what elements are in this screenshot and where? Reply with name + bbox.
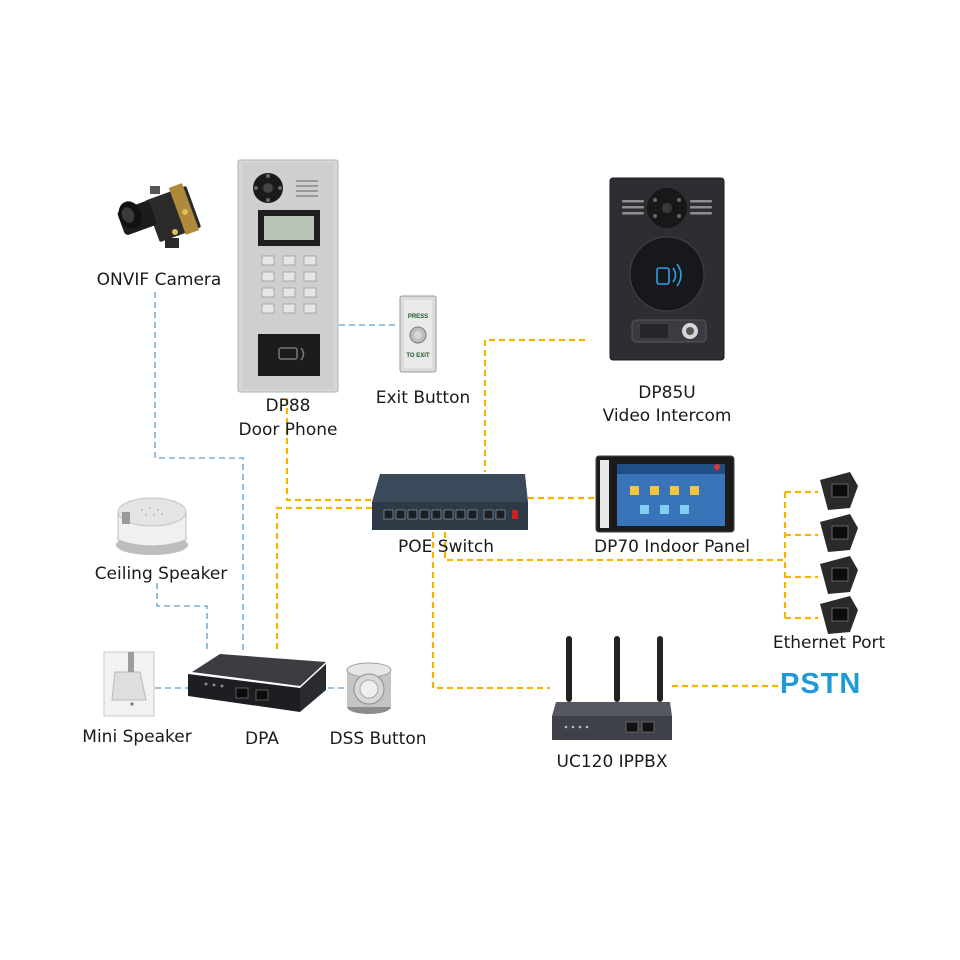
link-dp85u-switch xyxy=(483,338,585,472)
indoor-panel-icon xyxy=(595,455,735,533)
pstn-label: PSTN xyxy=(780,668,862,700)
camera-module-icon xyxy=(117,183,201,248)
link-dp88-switch xyxy=(285,398,372,502)
ceiling-speaker-label: Ceiling Speaker xyxy=(94,564,228,584)
ethernet-port-label: Ethernet Port xyxy=(772,633,886,653)
dp88-label-line1: DP88 xyxy=(265,396,311,416)
link-camera-dpa xyxy=(154,292,244,652)
dp88-label-line2: Door Phone xyxy=(238,420,338,440)
onvif-camera-label: ONVIF Camera xyxy=(96,270,222,290)
door-phone-icon xyxy=(237,159,339,393)
dss-button-icon xyxy=(346,662,392,714)
dp85u-label-line2: Video Intercom xyxy=(602,406,732,426)
poe-switch-label: POE Switch xyxy=(398,537,494,557)
video-intercom-icon xyxy=(609,177,725,361)
poe-switch-icon xyxy=(372,474,528,530)
dp85u-label-line1: DP85U xyxy=(638,383,696,403)
uc120-label: UC120 IPPBX xyxy=(556,752,668,772)
exit-button-icon: PRESS TO EXIT xyxy=(399,295,437,373)
dpa-box-icon xyxy=(188,654,326,712)
link-switch-uc120 xyxy=(431,532,550,690)
dp70-label: DP70 Indoor Panel xyxy=(593,537,750,557)
audio-links xyxy=(154,292,398,689)
mini-speaker-icon xyxy=(103,651,155,717)
poe-links xyxy=(275,338,818,690)
dss-button-label: DSS Button xyxy=(329,729,427,749)
link-switch-dpa xyxy=(275,506,372,652)
link-speaker-dpa xyxy=(156,583,208,652)
dpa-label: DPA xyxy=(245,729,279,749)
exit-plate-top-text: PRESS xyxy=(408,314,428,320)
mini-speaker-label: Mini Speaker xyxy=(82,727,192,747)
exit-plate-bottom-text: TO EXIT xyxy=(406,353,430,359)
ippbx-router-icon xyxy=(552,636,672,740)
ceiling-speaker-icon xyxy=(116,497,188,555)
link-switch-ethernet xyxy=(443,532,785,562)
exit-button-label: Exit Button xyxy=(375,388,471,408)
ethernet-port-icon xyxy=(820,472,858,634)
